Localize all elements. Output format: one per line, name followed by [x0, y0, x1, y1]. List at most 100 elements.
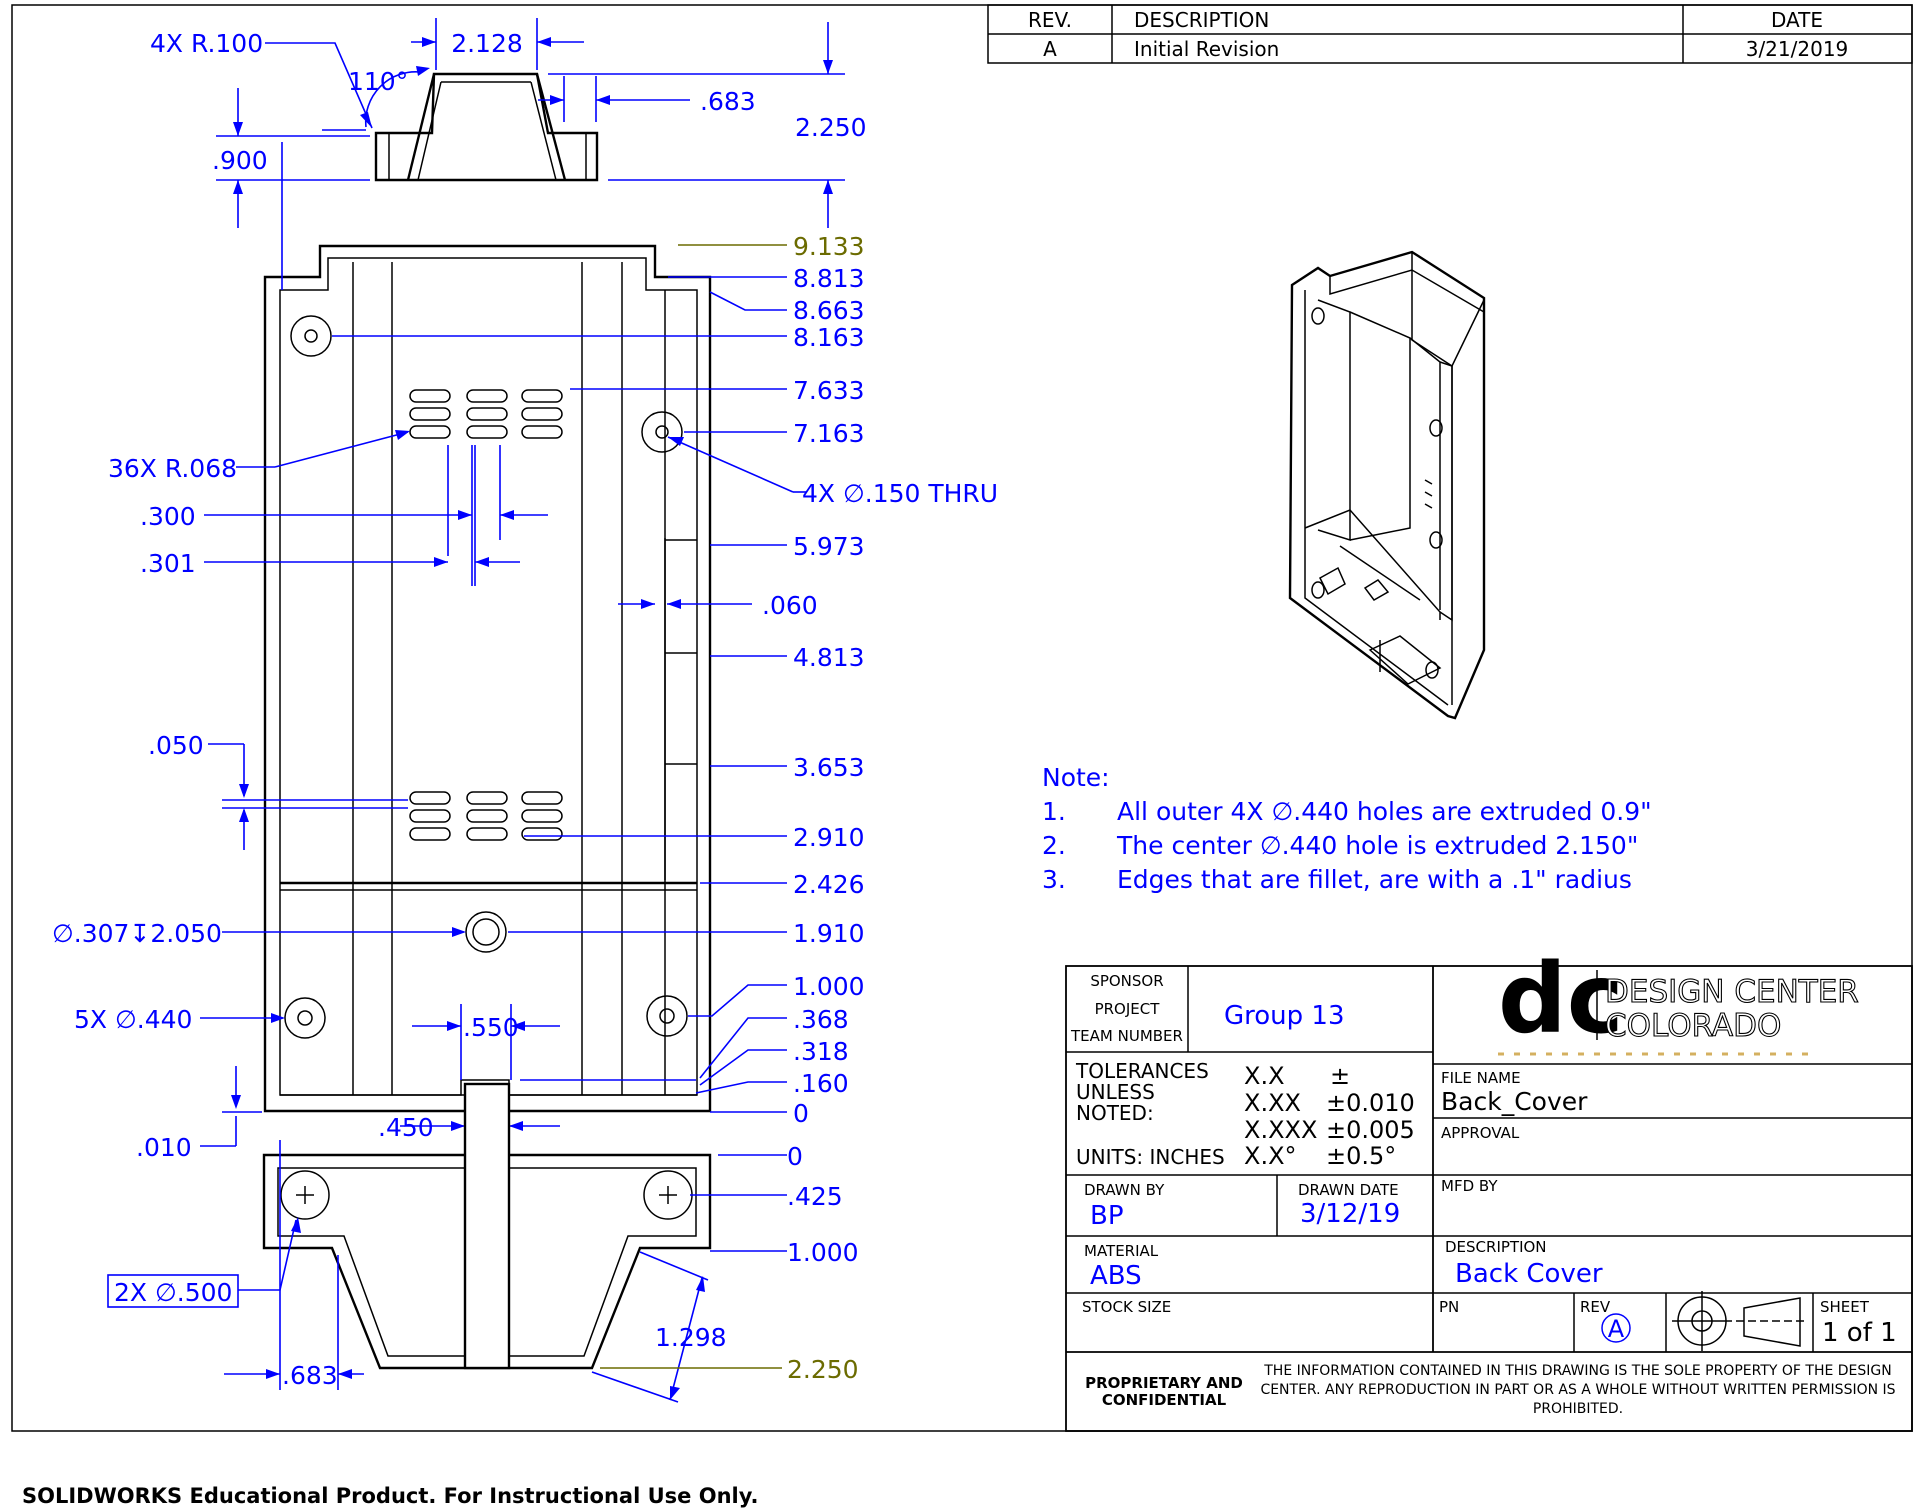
note-3-text: Edges that are fillet, are with a .1" ra… — [1117, 865, 1632, 894]
front-view-dimensions: 9.133 8.813 8.663 8.163 7.633 7.163 36X … — [52, 142, 998, 1162]
rev-header: REV. — [1028, 8, 1072, 32]
dim-top-base: .900 — [212, 146, 268, 175]
dim-top-width: 2.128 — [451, 29, 523, 58]
pn-label: PN — [1439, 1298, 1459, 1316]
stock-size-label: STOCK SIZE — [1082, 1298, 1171, 1316]
tol-angle-value: ±0.5° — [1326, 1142, 1396, 1170]
tolerances-label-1: TOLERANCES — [1075, 1059, 1209, 1083]
tol-xx-label: X.XX — [1244, 1089, 1301, 1117]
file-name-label: FILE NAME — [1441, 1069, 1521, 1087]
rev-label: REV — [1580, 1298, 1611, 1316]
dim-301: .301 — [140, 549, 196, 578]
logo-line-2: COLORADO — [1605, 1008, 1781, 1044]
tol-angle-label: X.X° — [1244, 1142, 1297, 1170]
dim-bottom-holes: 2X ∅.500 — [114, 1278, 232, 1307]
revision-table: REV. DESCRIPTION DATE A Initial Revision… — [987, 4, 1913, 64]
slot-array-upper — [409, 389, 563, 439]
drawn-by-label: DRAWN BY — [1084, 1181, 1165, 1199]
tol-x-label: X.X — [1244, 1062, 1285, 1090]
dim-5973: 5.973 — [793, 532, 865, 561]
dim-bottom-2250: 2.250 — [787, 1355, 859, 1384]
tolerances-label-3: NOTED: — [1076, 1101, 1154, 1125]
notes: Note: 1. All outer 4X ∅.440 holes are ex… — [1042, 763, 1652, 894]
file-name-value: Back_Cover — [1441, 1087, 1588, 1116]
sheet-border — [11, 4, 1913, 1432]
sponsor-label: SPONSOR — [1090, 972, 1163, 990]
dim-9133: 9.133 — [793, 232, 865, 261]
note-1-number: 1. — [1042, 797, 1066, 826]
dim-1910: 1.910 — [793, 919, 865, 948]
project-label: PROJECT — [1095, 1000, 1161, 1018]
dim-1298: 1.298 — [655, 1323, 727, 1352]
rev-value: A — [1608, 1315, 1625, 1343]
dim-010: .010 — [136, 1133, 192, 1162]
projection-symbol — [1672, 1291, 1806, 1351]
tolerances-label-2: UNLESS — [1076, 1080, 1155, 1104]
sheet-value: 1 of 1 — [1822, 1318, 1897, 1348]
dim-thru-holes: 4X ∅.150 THRU — [802, 479, 998, 508]
note-3-number: 3. — [1042, 865, 1066, 894]
dim-2426: 2.426 — [793, 870, 865, 899]
dim-bottom-683: .683 — [282, 1361, 338, 1390]
notes-heading: Note: — [1042, 763, 1110, 792]
design-center-logo: dc DESIGN CENTER COLORADO — [1498, 943, 1859, 1056]
dim-368: .368 — [793, 1005, 849, 1034]
dim-425: .425 — [787, 1182, 843, 1211]
mfd-by-label: MFD BY — [1441, 1177, 1498, 1195]
logo-dc: dc — [1498, 943, 1624, 1055]
bottom-view-dimensions: 0 .425 1.000 2X ∅.500 .683 1.298 2.250 — [107, 1140, 859, 1403]
drawn-date-value: 3/12/19 — [1300, 1199, 1400, 1229]
description-value: Back Cover — [1455, 1259, 1603, 1289]
description-label: DESCRIPTION — [1445, 1238, 1547, 1256]
dim-8163: 8.163 — [793, 323, 865, 352]
title-block: SPONSOR PROJECT TEAM NUMBER Group 13 dc … — [1065, 943, 1913, 1432]
note-2-number: 2. — [1042, 831, 1066, 860]
dim-160: .160 — [793, 1069, 849, 1098]
rev-value: A — [1043, 37, 1057, 61]
dim-slots: 36X R.068 — [108, 454, 237, 483]
dim-1000: 1.000 — [793, 972, 865, 1001]
team-number-label: TEAM NUMBER — [1070, 1027, 1183, 1045]
dim-550: .550 — [463, 1013, 519, 1042]
dim-top-height: 2.250 — [795, 113, 867, 142]
front-view — [263, 244, 712, 1113]
bottom-view — [262, 1082, 712, 1370]
legal-line-3: PROHIBITED. — [1533, 1401, 1623, 1417]
legal-line-2: CENTER. ANY REPRODUCTION IN PART OR AS A… — [1260, 1382, 1895, 1398]
material-label: MATERIAL — [1084, 1242, 1159, 1260]
dim-8663: 8.663 — [793, 296, 865, 325]
top-view-dimensions: 4X R.100 2.128 110° .683 2.250 — [150, 18, 867, 228]
units-label: UNITS: INCHES — [1076, 1145, 1225, 1169]
tol-xxx-value: ±0.005 — [1326, 1116, 1415, 1144]
material-value: ABS — [1090, 1261, 1142, 1291]
dim-angle: 110° — [348, 67, 408, 96]
description-value: Initial Revision — [1134, 37, 1279, 61]
isometric-view — [1288, 250, 1486, 720]
dim-2910: 2.910 — [793, 823, 865, 852]
dim-450: .450 — [378, 1113, 434, 1142]
date-value: 3/21/2019 — [1746, 37, 1849, 61]
logo-line-1: DESIGN CENTER — [1605, 974, 1859, 1010]
dim-4813: 4.813 — [793, 643, 865, 672]
legal-line-1: THE INFORMATION CONTAINED IN THIS DRAWIN… — [1263, 1363, 1892, 1379]
approval-label: APPROVAL — [1441, 1124, 1520, 1142]
dim-fillet: 4X R.100 — [150, 29, 263, 58]
tol-xxx-label: X.XXX — [1244, 1116, 1317, 1144]
drawn-by-value: BP — [1090, 1201, 1124, 1231]
drawn-date-label: DRAWN DATE — [1298, 1181, 1399, 1199]
dim-outer-holes: 5X ∅.440 — [74, 1005, 192, 1034]
proprietary-line-1: PROPRIETARY AND — [1085, 1374, 1243, 1392]
description-header: DESCRIPTION — [1134, 8, 1269, 32]
date-header: DATE — [1771, 8, 1823, 32]
proprietary-line-2: CONFIDENTIAL — [1102, 1391, 1227, 1409]
dim-318: .318 — [793, 1037, 849, 1066]
dim-0-front: 0 — [793, 1099, 809, 1128]
tol-x-value: ± — [1330, 1062, 1350, 1090]
holes-callout-box — [107, 1274, 239, 1308]
rev-circle — [1601, 1313, 1631, 1343]
group-value: Group 13 — [1224, 1001, 1345, 1031]
tol-xx-value: ±0.010 — [1326, 1089, 1415, 1117]
dim-center-hole: ∅.307↧2.050 — [52, 919, 222, 948]
dim-top-offset: .683 — [700, 87, 756, 116]
